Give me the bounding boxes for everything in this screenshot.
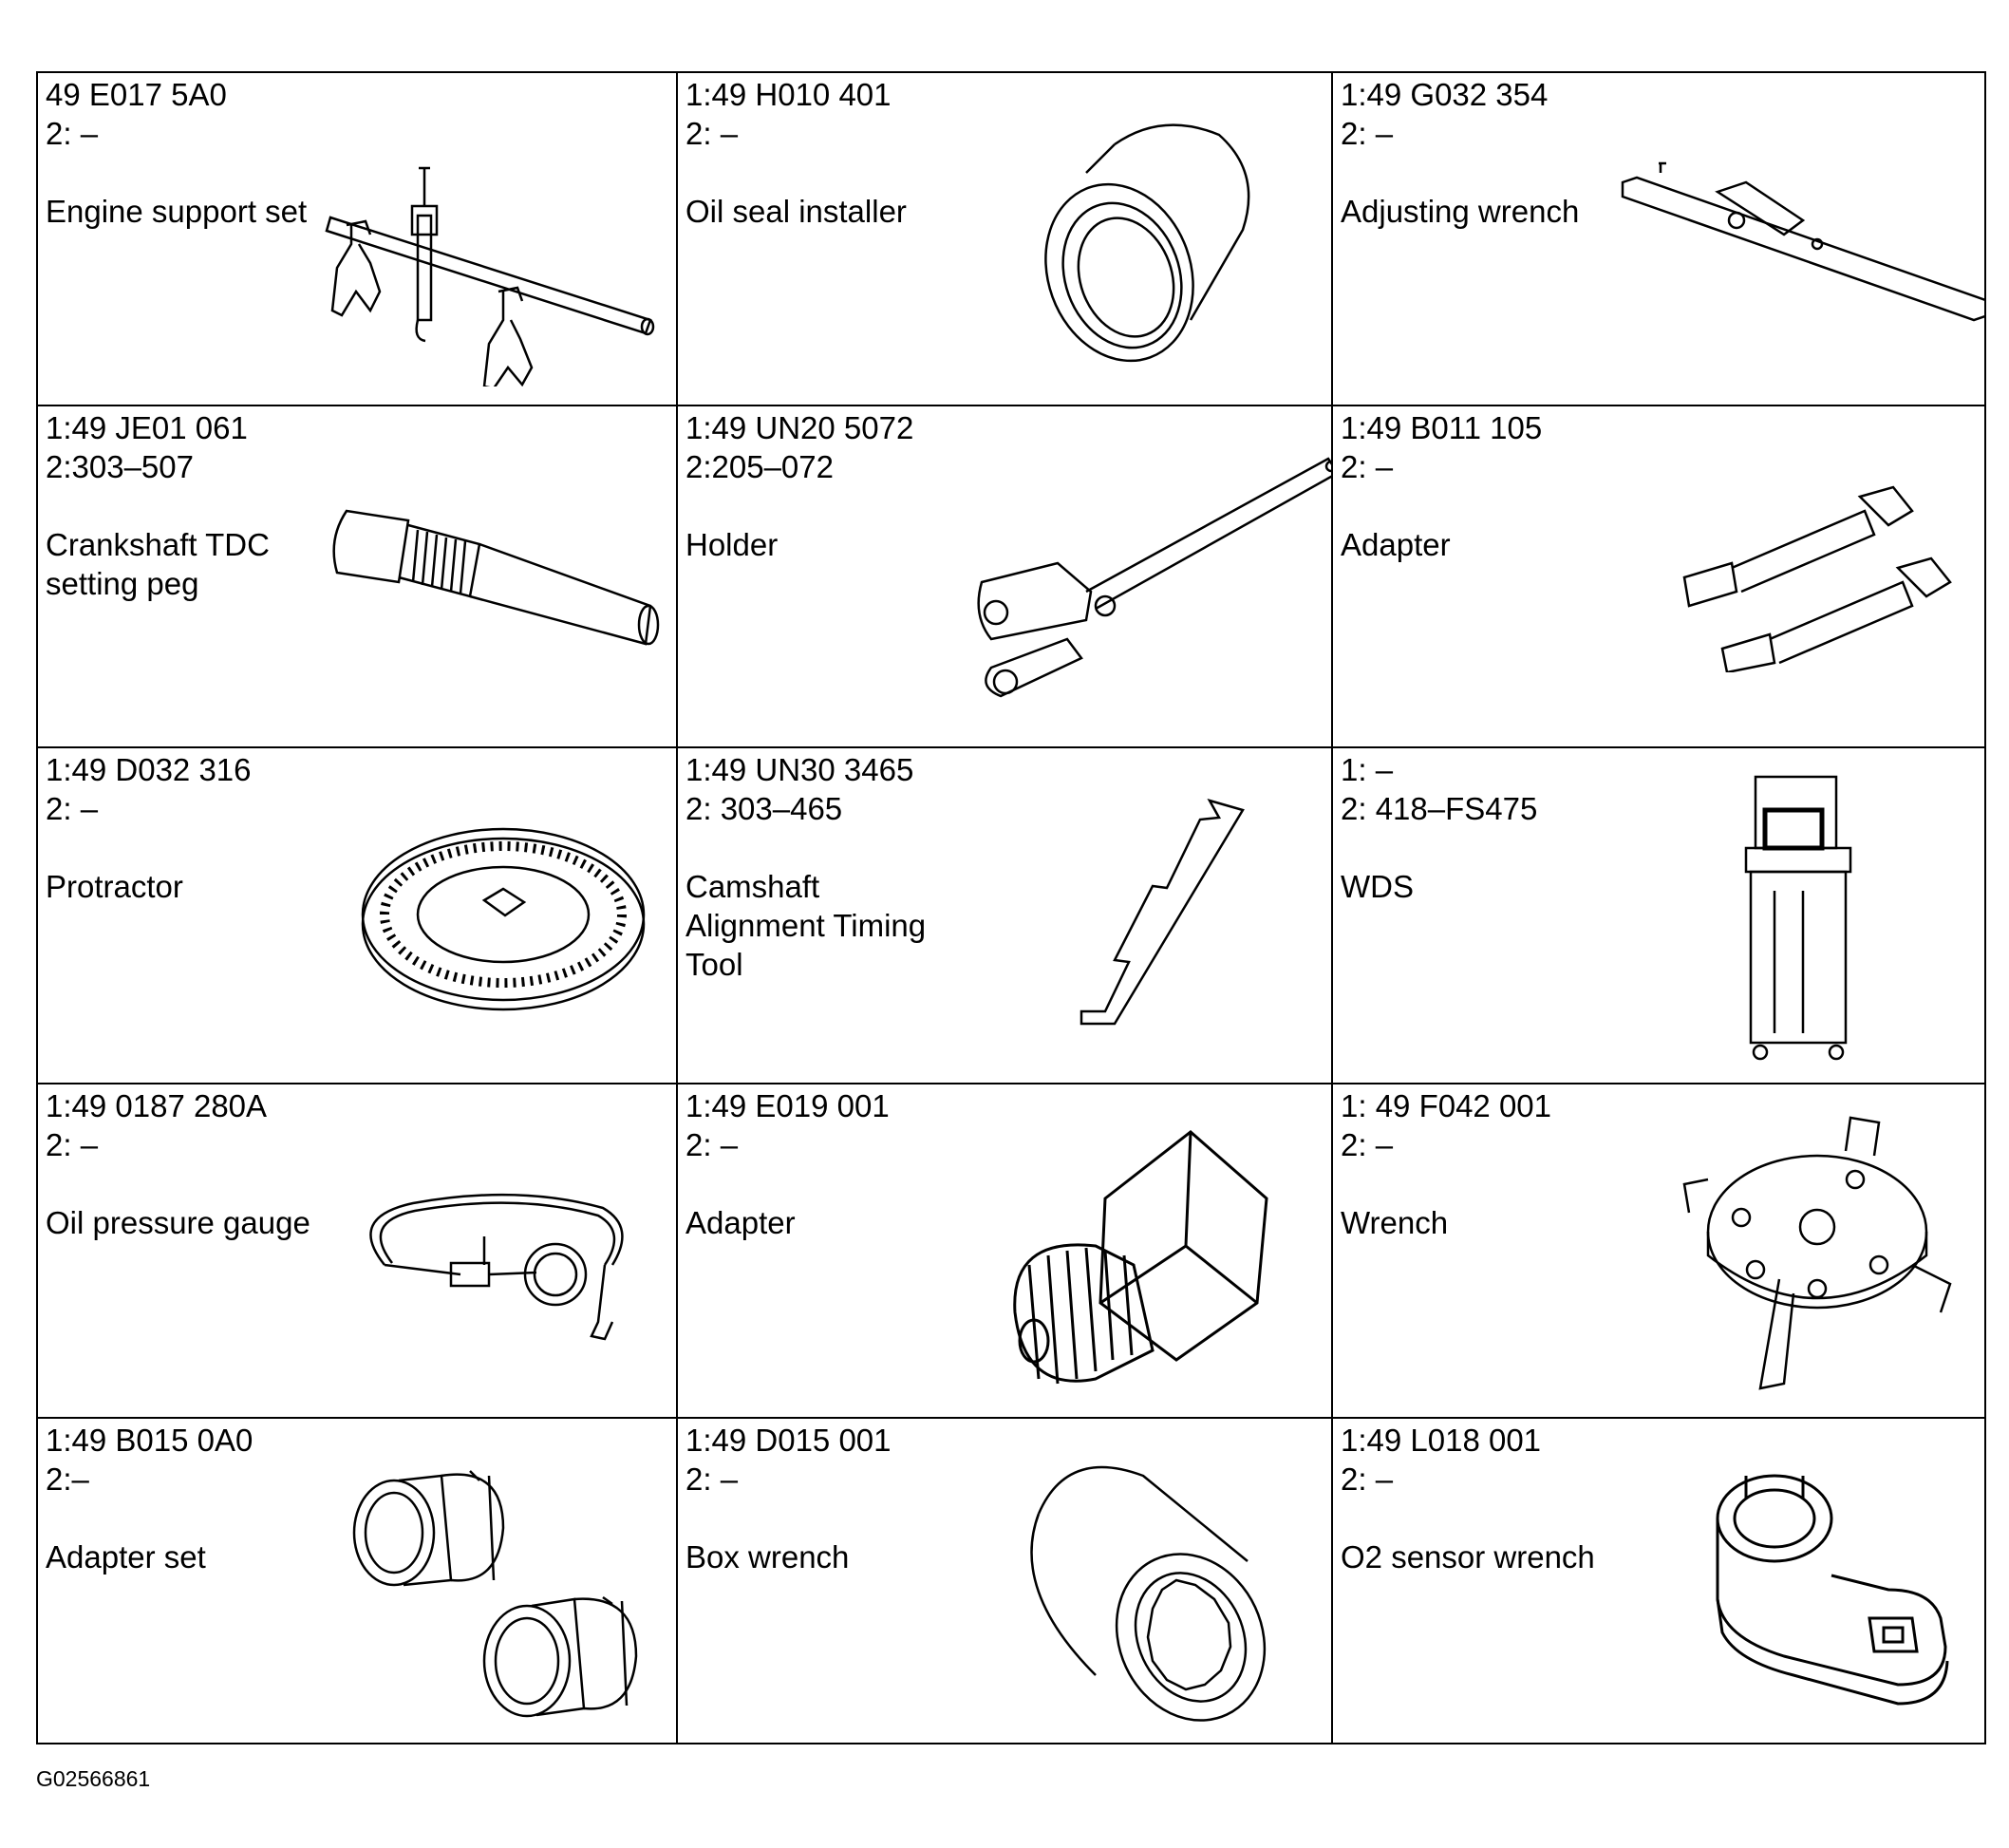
tool-cell: 1:49 D015 001 2: – Box wrench <box>678 1419 1333 1743</box>
tool-cell: 1:49 UN30 3465 2: 303–465 Camshaft Align… <box>678 748 1333 1084</box>
figure-code: G02566861 <box>36 1766 151 1791</box>
tool-number-secondary: 2: – <box>685 116 739 151</box>
tool-cell: 1:49 JE01 061 2:303–507 Crankshaft TDC s… <box>38 406 678 748</box>
tool-number-primary: 1:49 D015 001 <box>685 1423 892 1458</box>
tool-description: Holder <box>685 527 779 562</box>
tool-description: Adapter <box>685 1205 796 1240</box>
tool-description: Box wrench <box>685 1539 850 1575</box>
oil-pressure-gauge-icon <box>356 1179 641 1350</box>
tool-description: O2 sensor wrench <box>1341 1539 1595 1575</box>
tool-number-secondary: 2: 303–465 <box>685 791 843 826</box>
wds-station-icon <box>1732 767 1865 1071</box>
tool-cell: 1: 49 F042 001 2: – Wrench <box>1333 1084 1984 1419</box>
tool-number-primary: 1:49 UN20 5072 <box>685 410 914 445</box>
tool-number-primary: 1:49 JE01 061 <box>46 410 248 445</box>
tool-number-secondary: 2:– <box>46 1461 89 1497</box>
tool-description: Camshaft Alignment Timing Tool <box>685 869 927 982</box>
tool-description: Oil seal installer <box>685 194 907 229</box>
tool-number-primary: 1:49 B015 0A0 <box>46 1423 253 1458</box>
o2-sensor-wrench-icon <box>1708 1466 1955 1732</box>
tool-number-secondary: 2: – <box>46 791 99 826</box>
tool-number-primary: 1: – <box>1341 752 1394 787</box>
tool-cell: 1:49 L018 001 2: – O2 sensor wrench <box>1333 1419 1984 1743</box>
tool-description: Crankshaft TDC setting peg <box>46 527 270 601</box>
tool-number-primary: 1:49 E019 001 <box>685 1088 890 1123</box>
threaded-adapter-icon <box>1001 1122 1305 1407</box>
tool-description: Oil pressure gauge <box>46 1205 310 1240</box>
tool-description: Engine support set <box>46 194 308 229</box>
tool-cell: 1: – 2: 418–FS475 WDS <box>1333 748 1984 1084</box>
tool-cell: 1:49 E019 001 2: – Adapter <box>678 1084 1333 1419</box>
tool-number-primary: 1:49 H010 401 <box>685 77 892 112</box>
tool-description: Adjusting wrench <box>1341 194 1580 229</box>
tool-cell: 1:49 UN20 5072 2:205–072 Holder <box>678 406 1333 748</box>
box-wrench-icon <box>1010 1457 1276 1732</box>
holder-icon <box>963 449 1331 725</box>
tool-number-secondary: 2:205–072 <box>685 449 834 484</box>
tool-number-secondary: 2: – <box>46 1127 99 1162</box>
tool-number-primary: 49 E017 5A0 <box>46 77 227 112</box>
crankshaft-tdc-peg-icon <box>328 501 669 672</box>
tool-number-secondary: 2: – <box>685 1461 739 1497</box>
tool-number-secondary: 2: – <box>46 116 99 151</box>
protractor-icon <box>351 815 655 1024</box>
three-arm-wrench-icon <box>1675 1113 1960 1407</box>
tool-number-primary: 1:49 L018 001 <box>1341 1423 1542 1458</box>
tool-number-secondary: 2: – <box>1341 1127 1394 1162</box>
adjusting-wrench-icon <box>1613 125 1984 344</box>
tool-number-primary: 1: 49 F042 001 <box>1341 1088 1552 1123</box>
adapter-set-icon <box>347 1457 650 1732</box>
tool-number-secondary: 2:303–507 <box>46 449 194 484</box>
tool-number-secondary: 2: 418–FS475 <box>1341 791 1538 826</box>
adapter-pins-icon <box>1675 482 1979 672</box>
tool-number-primary: 1:49 G032 354 <box>1341 77 1549 112</box>
tool-description: Adapter <box>1341 527 1451 562</box>
tool-number-secondary: 2: – <box>685 1127 739 1162</box>
tool-description: WDS <box>1341 869 1414 904</box>
tool-number-primary: 1:49 0187 280A <box>46 1088 268 1123</box>
tool-cell: 1:49 G032 354 2: – Adjusting wrench <box>1333 73 1984 406</box>
tool-number-primary: 1:49 UN30 3465 <box>685 752 914 787</box>
tool-number-primary: 1:49 B011 105 <box>1341 410 1543 445</box>
tool-number-secondary: 2: – <box>1341 116 1394 151</box>
tool-description: Protractor <box>46 869 183 904</box>
tool-cell: 1:49 0187 280A 2: – Oil pressure gauge <box>38 1084 678 1419</box>
tool-cell: 1:49 D032 316 2: – Protractor <box>38 748 678 1084</box>
tool-number-primary: 1:49 D032 316 <box>46 752 252 787</box>
tool-number-secondary: 2: – <box>1341 449 1394 484</box>
camshaft-alignment-tool-icon <box>1048 791 1257 1038</box>
tool-cell: 1:49 B011 105 2: – Adapter <box>1333 406 1984 748</box>
tool-description: Adapter set <box>46 1539 206 1575</box>
tool-number-secondary: 2: – <box>1341 1461 1394 1497</box>
tool-cell: 1:49 B015 0A0 2:– Adapter set <box>38 1419 678 1743</box>
tool-cell: 49 E017 5A0 2: – Engine support set <box>38 73 678 406</box>
tool-cell: 1:49 H010 401 2: – Oil seal installer <box>678 73 1333 406</box>
special-tools-table: 49 E017 5A0 2: – Engine support set 1:49… <box>36 71 1986 1744</box>
tool-description: Wrench <box>1341 1205 1449 1240</box>
engine-support-set-icon <box>313 130 665 387</box>
oil-seal-installer-icon <box>1029 116 1286 372</box>
